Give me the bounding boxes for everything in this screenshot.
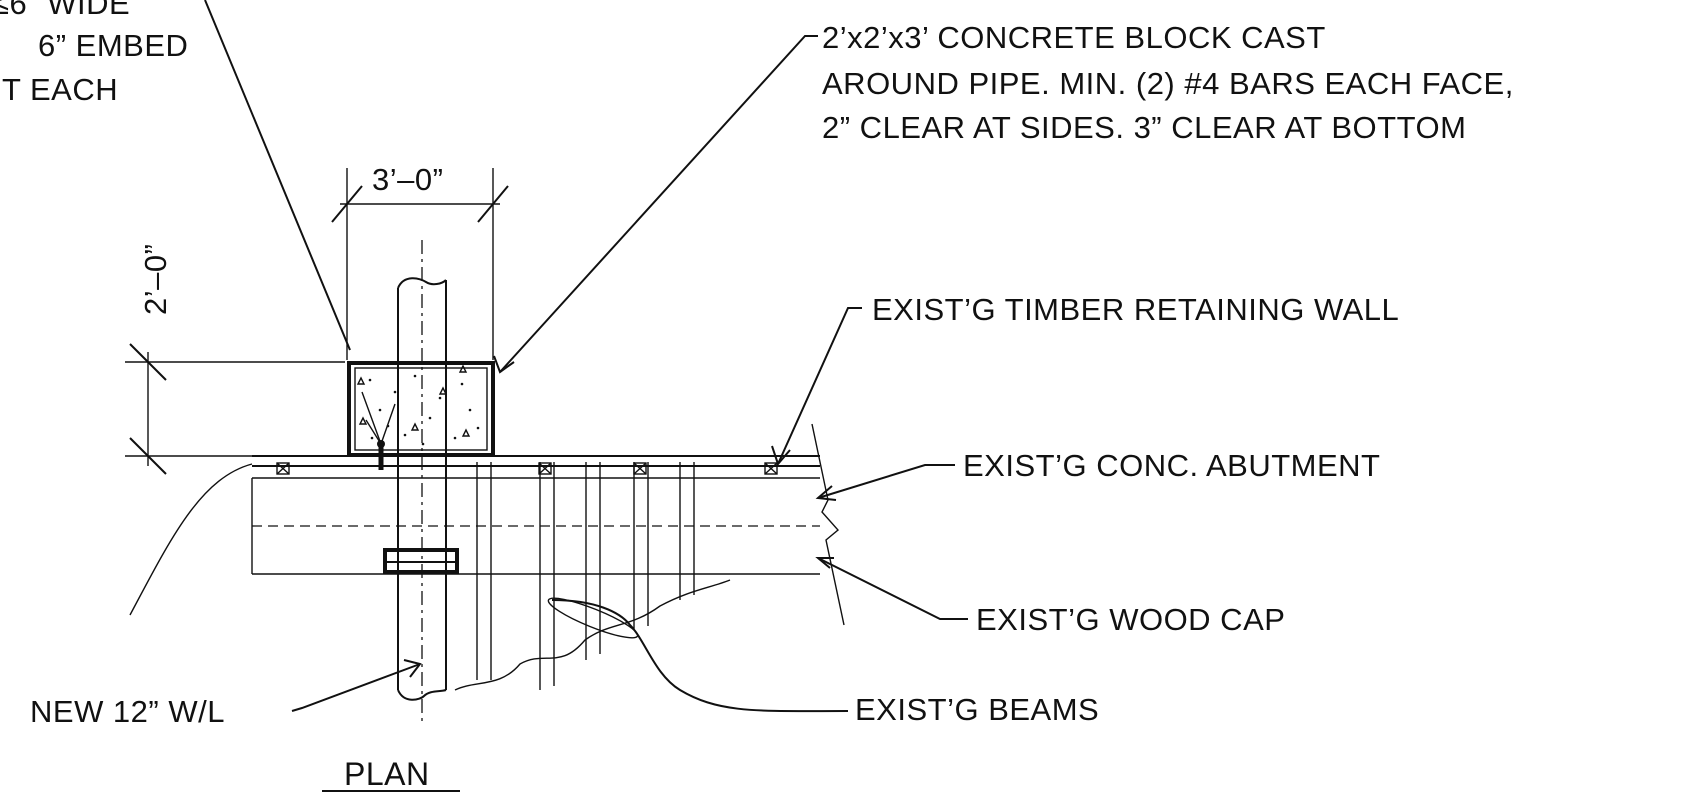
note-concrete-block-line-3: 2” CLEAR AT SIDES. 3” CLEAR AT BOTTOM <box>822 110 1466 145</box>
dimension-width-label: 3’–0” <box>372 162 443 197</box>
dim-tick-left <box>331 185 363 223</box>
concrete-aggregate-stipple <box>368 374 480 446</box>
rebar-dowel-head <box>377 440 385 448</box>
note-top-left-line-1: ≤6” WIDE <box>0 0 130 21</box>
rebar-leaders <box>361 391 396 445</box>
note-existing-conc-abutment: EXIST’G CONC. ABUTMENT <box>963 448 1380 483</box>
leader-beams <box>551 599 849 713</box>
leader-wood-cap <box>817 557 968 620</box>
dim-tick-top <box>129 343 167 381</box>
arrowhead-timber-wall <box>771 445 791 466</box>
note-existing-wood-cap: EXIST’G WOOD CAP <box>976 602 1285 637</box>
arrowhead-conc-abutment <box>815 485 837 501</box>
concrete-block <box>347 361 495 457</box>
leader-concrete-block <box>499 35 818 373</box>
dim-tick-right <box>477 185 509 223</box>
leader-new-water-line <box>291 663 421 712</box>
leader-timber-wall <box>777 307 862 465</box>
note-timber-retaining-wall: EXIST’G TIMBER RETAINING WALL <box>872 292 1399 327</box>
timber-post-markers <box>276 462 778 475</box>
beams-break-line <box>454 579 731 691</box>
view-title-plan: PLAN <box>344 756 430 792</box>
note-new-water-line: NEW 12” W/L <box>30 694 225 729</box>
embankment-slope <box>129 463 253 616</box>
pipe-break-top <box>397 277 447 289</box>
note-top-left-line-2: 6” EMBED <box>38 28 188 63</box>
note-concrete-block-line-1: 2’x2’x3’ CONCRETE BLOCK CAST <box>822 20 1326 55</box>
note-existing-beams: EXIST’G BEAMS <box>855 692 1099 727</box>
arrowhead-new-water-line <box>403 659 422 678</box>
beams-leader-loop <box>547 597 639 639</box>
dim-tick-bottom <box>129 437 167 475</box>
leader-top-left-note <box>204 0 351 351</box>
note-concrete-block-line-2: AROUND PIPE. MIN. (2) #4 BARS EACH FACE, <box>822 66 1514 101</box>
arrowhead-concrete-block <box>493 355 515 374</box>
leader-conc-abutment <box>817 464 955 499</box>
pipe-break-bottom <box>397 689 447 701</box>
abutment-break-line <box>811 423 845 626</box>
dimension-height-label: 2’–0” <box>138 244 173 315</box>
existing-beams <box>476 462 695 690</box>
concrete-block-inner <box>354 367 488 451</box>
note-top-left-line-3: T EACH <box>2 72 118 107</box>
concrete-aggregate-triangles <box>356 364 471 437</box>
arrowhead-wood-cap <box>815 557 834 569</box>
